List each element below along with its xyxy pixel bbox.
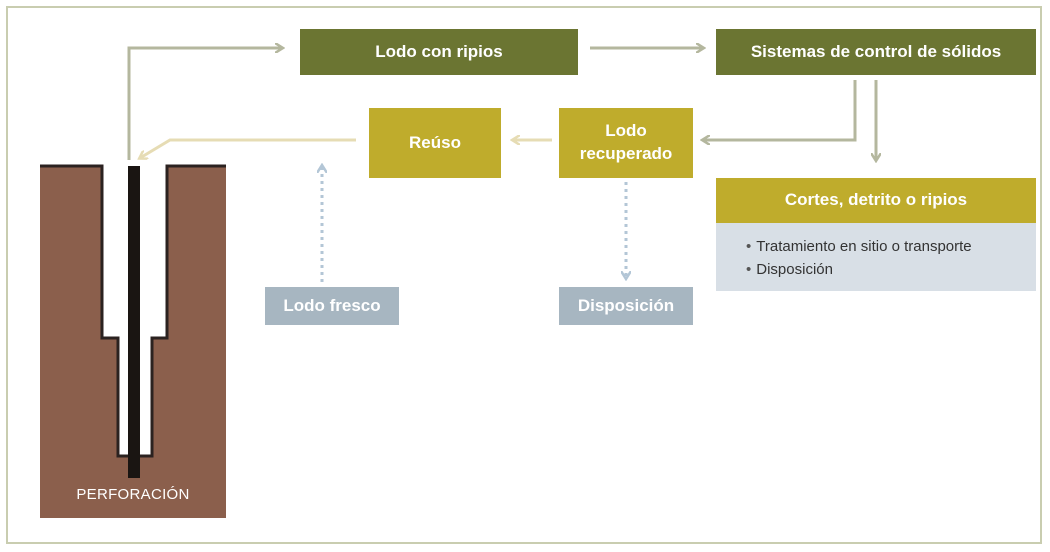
earth-shape — [40, 166, 226, 518]
arrow-reuse-to-well — [140, 138, 356, 158]
cuttings-details-list: Tratamiento en sitio o transporte Dispos… — [746, 235, 1036, 282]
cuttings-detail-item: Disposición — [746, 258, 1036, 281]
node-cuttings: Cortes, detrito o ripios — [716, 178, 1036, 223]
cuttings-details-panel: Tratamiento en sitio o transporte Dispos… — [716, 223, 1036, 291]
node-disposal: Disposición — [559, 287, 693, 325]
well-label: PERFORACIÓN — [76, 486, 190, 503]
node-mud-with-cuttings: Lodo con ripios — [300, 29, 578, 75]
arrow-well-to-mud — [127, 48, 282, 160]
arrow-solids-to-recovered — [703, 80, 857, 140]
drill-pipe — [128, 166, 140, 478]
node-solids-control: Sistemas de control de sólidos — [716, 29, 1036, 75]
diagram-frame — [6, 6, 1042, 544]
node-reuse: Reúso — [369, 108, 501, 178]
node-fresh-mud: Lodo fresco — [265, 287, 399, 325]
node-recovered-mud: Lodo recuperado — [559, 108, 693, 178]
well-illustration — [40, 164, 226, 518]
cuttings-detail-item: Tratamiento en sitio o transporte — [746, 235, 1036, 258]
